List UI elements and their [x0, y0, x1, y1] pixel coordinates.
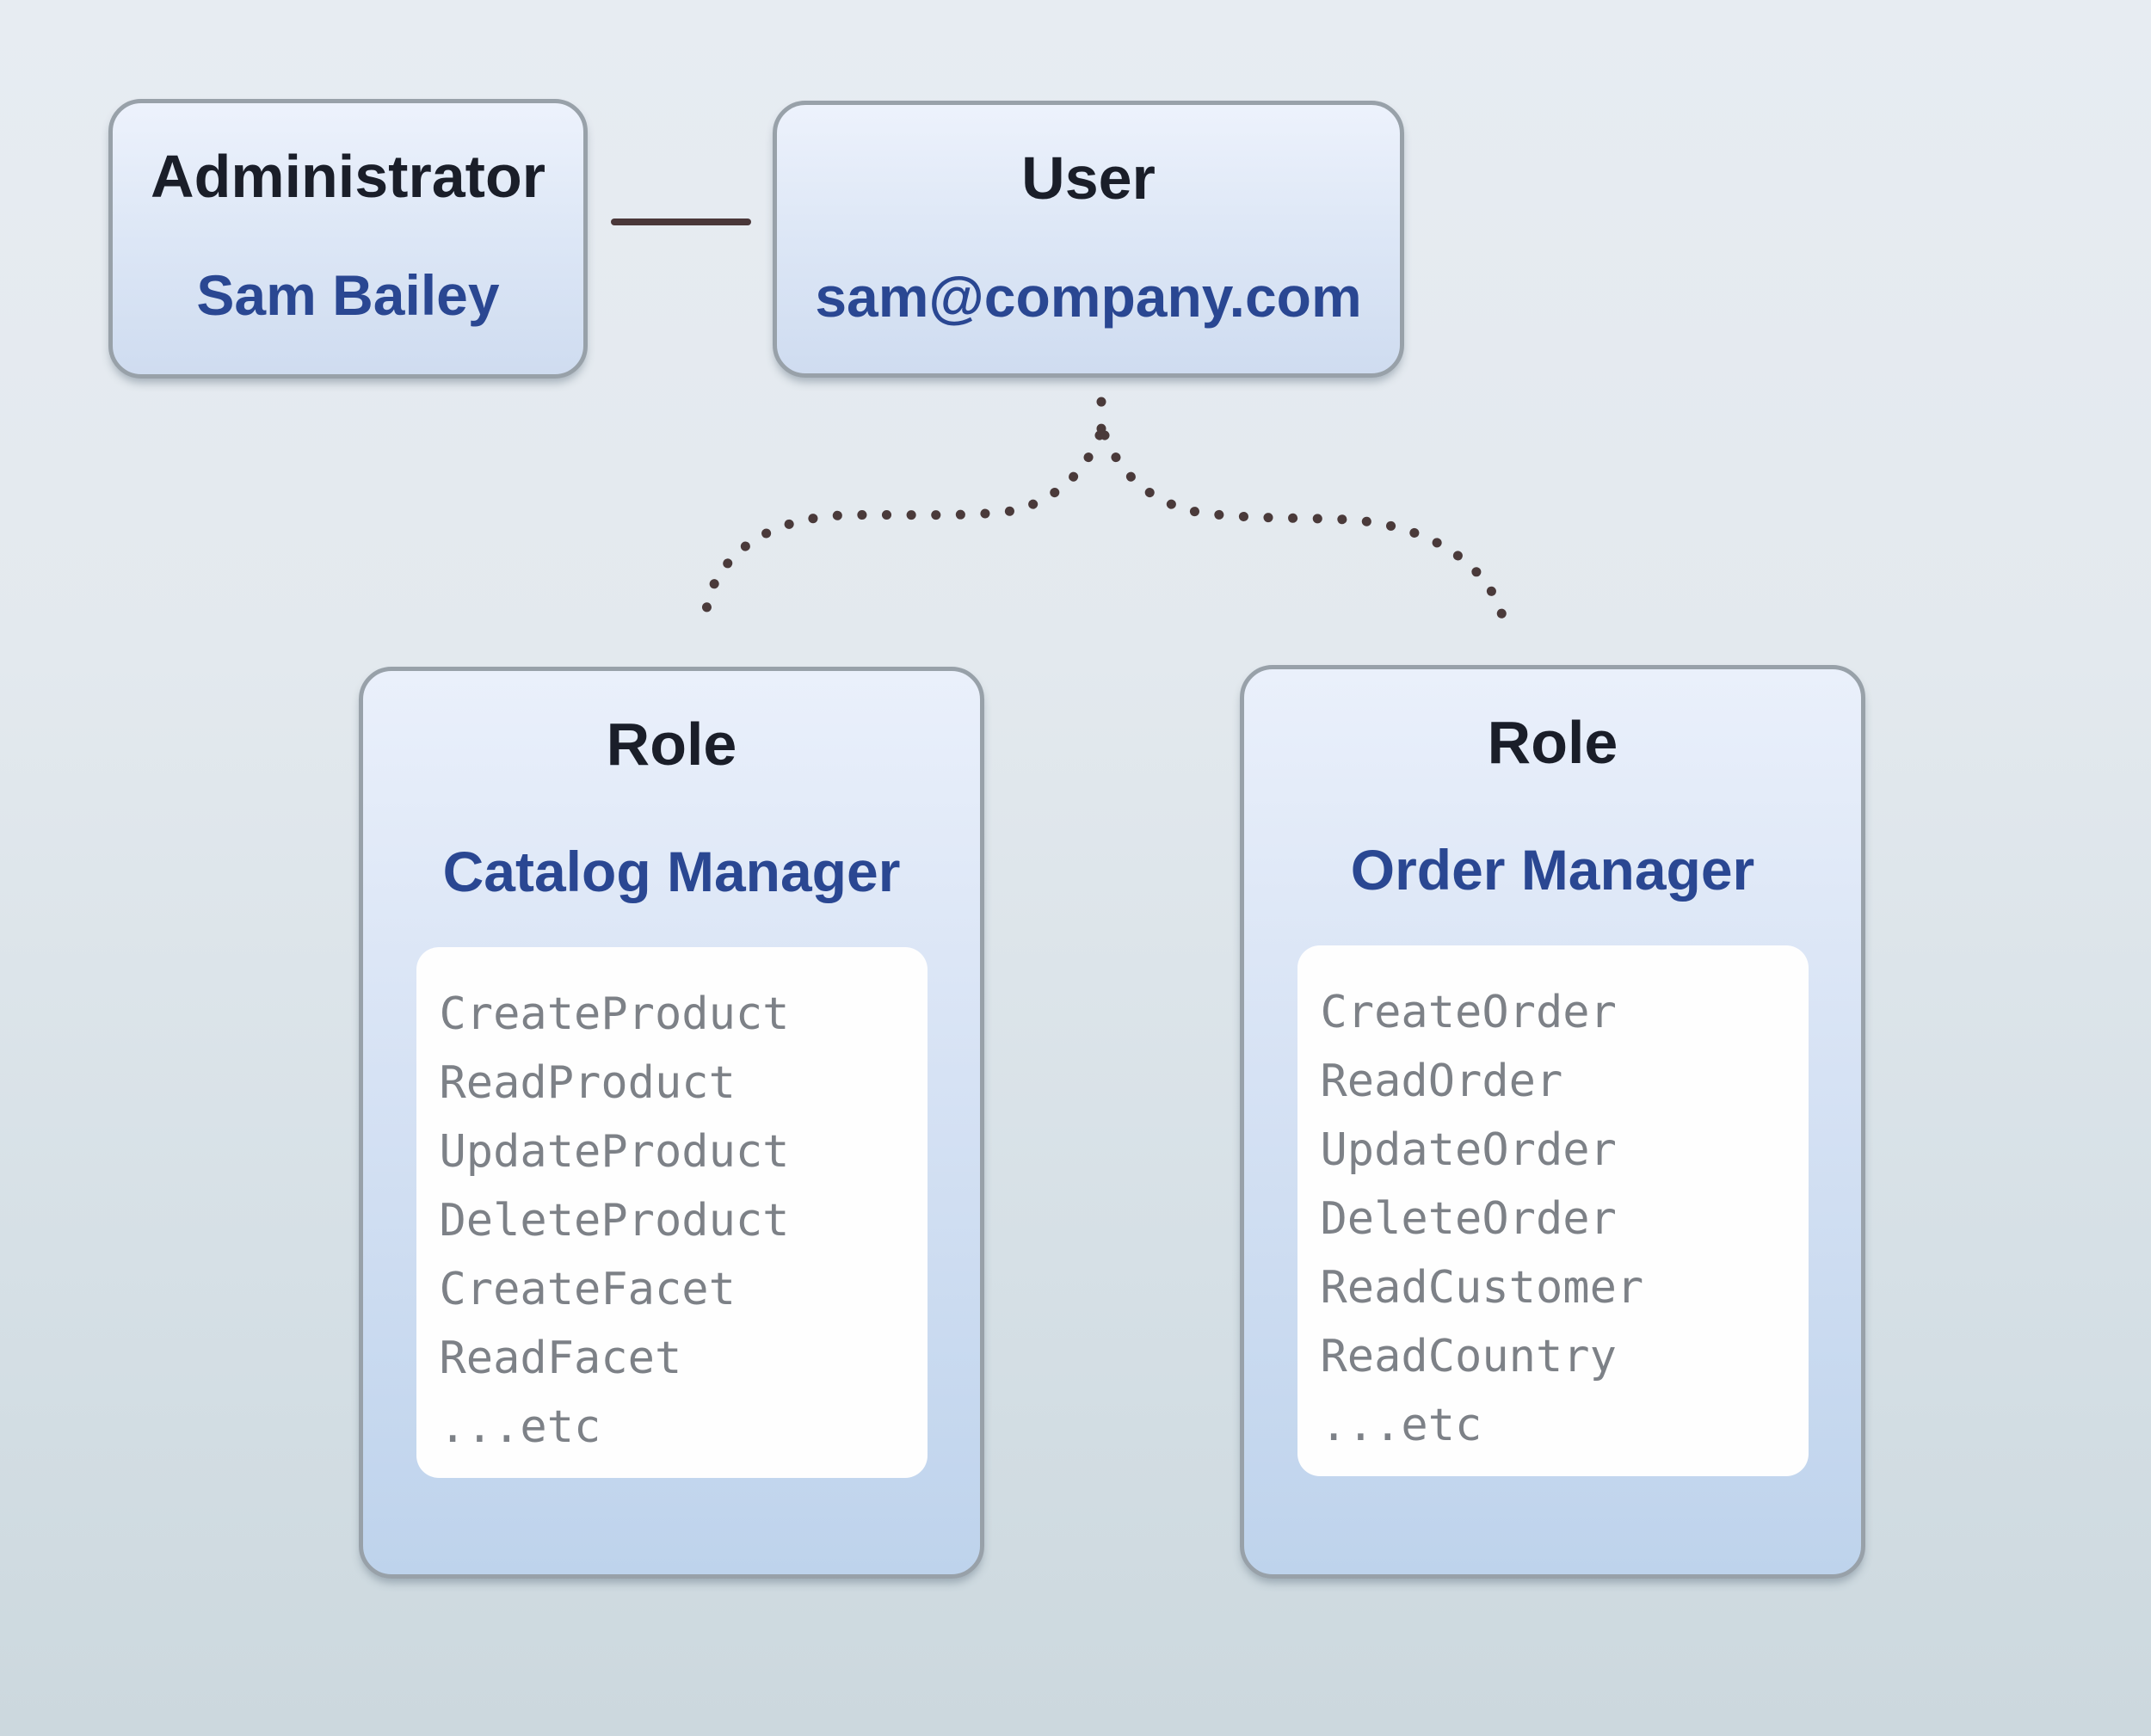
- role-node-catalog-manager: Role Catalog Manager CreateProduct ReadP…: [359, 667, 984, 1579]
- administrator-name: Sam Bailey: [196, 263, 500, 327]
- order-permissions-panel: CreateOrder ReadOrder UpdateOrder Delete…: [1297, 945, 1809, 1476]
- administrator-node-title: Administrator: [151, 143, 545, 210]
- role-node-title: Role: [1487, 709, 1618, 776]
- permission-item: ReadOrder: [1320, 1056, 1563, 1107]
- permission-item: CreateFacet: [439, 1264, 736, 1315]
- role-name-catalog-manager: Catalog Manager: [442, 840, 901, 903]
- permission-item: ...etc: [1320, 1400, 1482, 1451]
- catalog-permissions-panel: CreateProduct ReadProduct UpdateProduct …: [416, 947, 928, 1478]
- role-node-order-manager: Role Order Manager CreateOrder ReadOrder…: [1240, 665, 1865, 1579]
- permission-item: CreateOrder: [1320, 987, 1617, 1038]
- user-node: User sam@company.com: [773, 101, 1404, 378]
- permission-item: ReadProduct: [439, 1057, 736, 1109]
- permission-item: DeleteProduct: [439, 1195, 790, 1247]
- user-order-role-dotted-connector: [1100, 430, 1510, 633]
- user-catalog-role-dotted-connector: [700, 430, 1105, 633]
- role-name-order-manager: Order Manager: [1350, 838, 1755, 902]
- permission-item: ReadCustomer: [1320, 1262, 1644, 1314]
- permission-item: ReadFacet: [439, 1333, 682, 1384]
- user-node-title: User: [1021, 145, 1156, 212]
- permission-item: CreateProduct: [439, 988, 790, 1040]
- permission-item: ...etc: [439, 1401, 601, 1453]
- permission-item: UpdateOrder: [1320, 1124, 1617, 1176]
- permission-item: UpdateProduct: [439, 1126, 790, 1178]
- permission-item: DeleteOrder: [1320, 1193, 1617, 1245]
- user-email: sam@company.com: [815, 265, 1362, 329]
- permission-item: ReadCountry: [1320, 1331, 1617, 1382]
- administrator-node: Administrator Sam Bailey: [108, 99, 588, 379]
- role-node-title: Role: [606, 711, 737, 778]
